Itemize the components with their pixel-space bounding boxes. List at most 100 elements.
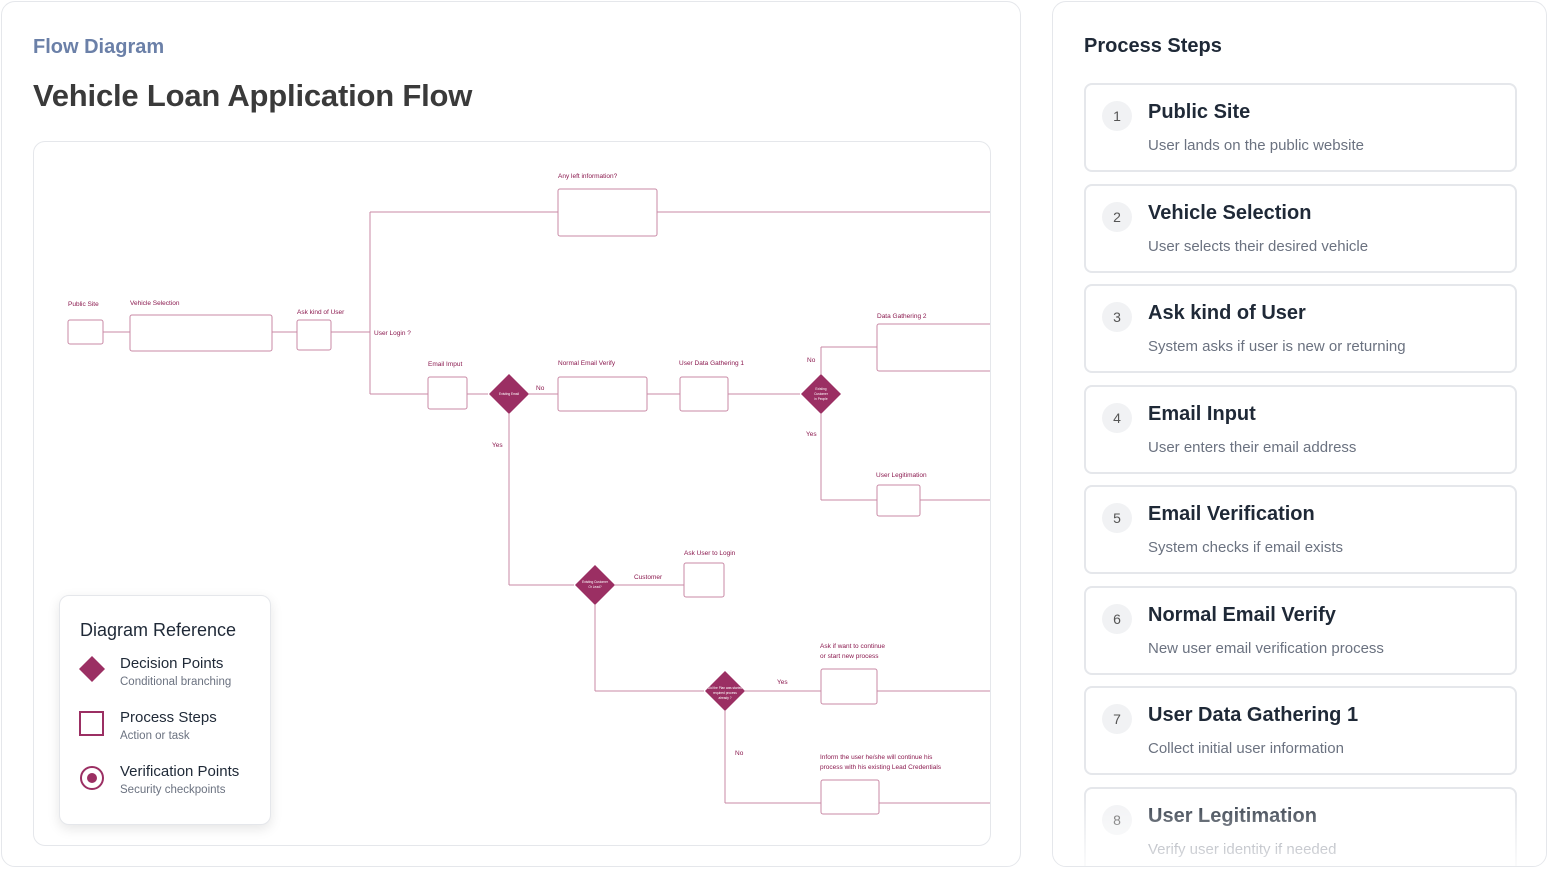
label-any-left: Any left information? [558, 173, 618, 180]
step-number: 8 [1102, 804, 1132, 835]
process-steps-panel[interactable]: Process Steps 1 Public Site User lands o… [1052, 1, 1547, 867]
decision-existing-customer-people [801, 374, 841, 414]
legend-sub: Action or task [120, 730, 190, 742]
box-any-left [557, 188, 658, 237]
flow-diagram: Existing Email Existing Customer in Peop… [67, 173, 990, 815]
box-normal-email [557, 376, 648, 412]
page-title: Vehicle Loan Application Flow [33, 78, 473, 113]
diamond-label-d4c: already ? [718, 696, 731, 700]
box-user-legitimation [876, 484, 921, 517]
step-title: User Legitimation [1148, 804, 1317, 827]
step-description: User selects their desired vehicle [1148, 237, 1369, 255]
legend-label: Decision Points [120, 655, 224, 672]
edge-label-yes-1: Yes [492, 442, 503, 449]
diamond-label-d2a: Existing [815, 387, 826, 391]
flow-diagram-card: Flow Diagram Vehicle Loan Application Fl… [1, 1, 1021, 867]
legend-item-decision: Decision Points Conditional branching [78, 655, 268, 695]
box-ask-login [683, 562, 725, 598]
step-number: 6 [1102, 603, 1132, 634]
label-user-legitimation: User Legitimation [876, 472, 927, 479]
square-icon [79, 711, 104, 736]
edge-label-no-2: No [807, 357, 816, 364]
step-title: Public Site [1148, 101, 1251, 123]
diamond-label-d2c: in People [814, 397, 828, 401]
legend-label: Verification Points [120, 763, 240, 780]
diamond-label-d3b: Or Lead? [588, 585, 602, 589]
step-title: Vehicle Selection [1148, 201, 1312, 224]
label-ask-continue-2: or start new process [820, 653, 879, 660]
diamond-label-d1: Existing Email [499, 392, 519, 396]
step-description: User lands on the public website [1148, 137, 1364, 154]
step-number: 4 [1102, 402, 1132, 433]
step-title: Email Verification [1148, 503, 1315, 525]
legend-title: Diagram Reference [80, 620, 237, 640]
edge-label-yes-2: Yes [806, 431, 817, 438]
step-card[interactable]: 1 Public Site User lands on the public w… [1084, 83, 1517, 172]
step-card[interactable]: 7 User Data Gathering 1 Collect initial … [1084, 686, 1517, 775]
label-user-data-1: User Data Gathering 1 [679, 360, 744, 367]
box-ask-continue [820, 668, 878, 705]
step-title: Email Input [1148, 402, 1256, 425]
box-email-input [427, 376, 468, 410]
target-icon [80, 766, 104, 790]
label-data-gathering-2: Data Gathering 2 [877, 313, 927, 320]
steps-title: Process Steps [1084, 35, 1222, 57]
box-public-site [67, 319, 104, 345]
step-description: User enters their email address [1148, 438, 1357, 456]
steps-list: 1 Public Site User lands on the public w… [1084, 83, 1517, 866]
step-card[interactable]: 5 Email Verification System checks if em… [1084, 485, 1517, 574]
step-title: User Data Gathering 1 [1148, 704, 1359, 726]
label-inform-1: Inform the user he/she will continue his [820, 754, 933, 761]
box-user-data-1 [679, 376, 729, 412]
legend-item-process: Process Steps Action or task [78, 709, 268, 749]
label-ask-login: Ask User to Login [684, 550, 736, 557]
diamond-label-d4b: required process [713, 691, 737, 695]
diamond-label-d3a: Existing Customer [582, 580, 609, 584]
legend-item-verification: Verification Points Security checkpoints [78, 763, 268, 803]
step-title: Ask kind of User [1148, 302, 1306, 324]
step-description: Verify user identity if needed [1148, 840, 1337, 858]
edge-label-yes-3: Yes [777, 679, 788, 686]
edge-label-customer: Customer [634, 574, 663, 581]
decision-existing-email [489, 374, 529, 414]
step-card[interactable]: 4 Email Input User enters their email ad… [1084, 384, 1517, 474]
step-number: 5 [1102, 503, 1132, 533]
step-description: Collect initial user information [1148, 740, 1344, 757]
label-user-login: User Login ? [374, 330, 411, 337]
step-card[interactable]: 3 Ask kind of User System asks if user i… [1084, 284, 1517, 373]
label-email-input: Email Imput [428, 361, 463, 368]
box-vehicle-selection [129, 314, 273, 352]
label-ask-kind: Ask kind of User [297, 309, 345, 316]
diagram-legend: Diagram Reference Decision Points Condit… [59, 595, 271, 825]
legend-sub: Security checkpoints [120, 784, 226, 796]
diamond-label-d4a: Did the Plan was started [708, 686, 743, 690]
label-vehicle-selection: Vehicle Selection [130, 300, 180, 307]
box-data-gathering-2 [876, 323, 990, 372]
legend-label: Process Steps [120, 709, 217, 726]
box-ask-kind [296, 319, 332, 351]
legend-sub: Conditional branching [120, 676, 232, 688]
step-number: 2 [1102, 201, 1132, 232]
step-description: New user email verification process [1148, 639, 1384, 657]
step-number: 3 [1102, 302, 1132, 332]
decision-customer-or-lead [575, 565, 615, 605]
decision-plan-started [705, 671, 745, 711]
label-inform-2: process with his existing Lead Credentia… [820, 764, 942, 771]
step-number: 1 [1102, 101, 1132, 131]
section-eyebrow: Flow Diagram [33, 36, 165, 58]
step-card[interactable]: 8 User Legitimation Verify user identity… [1084, 786, 1517, 866]
label-normal-email: Normal Email Verify [558, 360, 616, 367]
edge-label-no-3: No [735, 750, 744, 757]
label-public-site: Public Site [68, 301, 99, 308]
step-card[interactable]: 6 Normal Email Verify New user email ver… [1084, 585, 1517, 675]
step-number: 7 [1102, 704, 1132, 734]
step-title: Normal Email Verify [1148, 603, 1336, 626]
step-card[interactable]: 2 Vehicle Selection User selects their d… [1084, 183, 1517, 273]
diamond-label-d2b: Customer [814, 392, 829, 396]
diamond-icon [79, 656, 105, 682]
step-description: System asks if user is new or returning [1148, 338, 1406, 355]
label-ask-continue-1: Ask if want to continue [820, 643, 885, 650]
box-inform-user [820, 779, 880, 815]
edge-label-no-1: No [536, 385, 545, 392]
step-description: System checks if email exists [1148, 539, 1344, 556]
